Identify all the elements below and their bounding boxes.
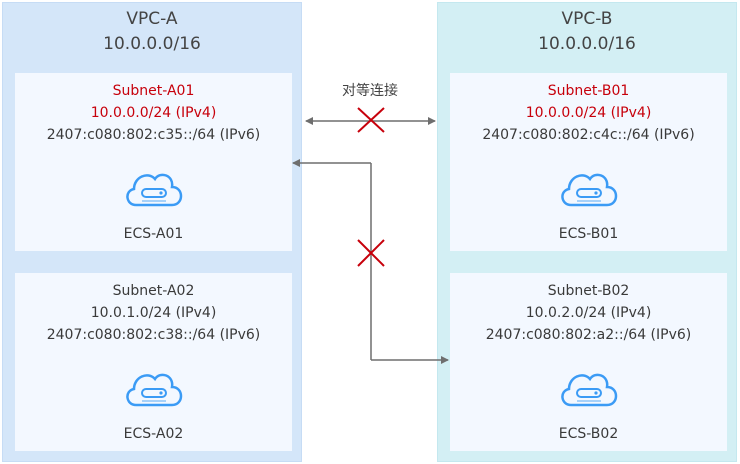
subnet-ipv6: 2407:c080:802:c35::/64 (IPv6) bbox=[46, 127, 261, 143]
cloud-server-icon bbox=[560, 373, 617, 407]
subnet-ipv4: 10.0.1.0/24 (IPv4) bbox=[90, 305, 217, 321]
vpc-b-container: VPC-B 10.0.0.0/16 Subnet-B01 10.0.0.0/24… bbox=[437, 2, 737, 462]
subnet-ipv4: 10.0.0.0/24 (IPv4) bbox=[525, 105, 652, 121]
subnet-ipv4: 10.0.2.0/24 (IPv4) bbox=[525, 305, 652, 321]
ecs-label: ECS-A02 bbox=[123, 426, 184, 442]
cloud-server-icon bbox=[125, 173, 182, 207]
subnet-ipv6: 2407:c080:802:c38::/64 (IPv6) bbox=[46, 327, 261, 343]
subnet-name: Subnet-B01 bbox=[547, 83, 630, 99]
x-mark-icon bbox=[357, 107, 385, 133]
subnet-a02: Subnet-A02 10.0.1.0/24 (IPv4) 2407:c080:… bbox=[15, 273, 292, 451]
subnet-name: Subnet-B02 bbox=[547, 283, 630, 299]
x-mark-icon bbox=[357, 239, 385, 267]
subnet-b02: Subnet-B02 10.0.2.0/24 (IPv4) 2407:c080:… bbox=[450, 273, 727, 451]
peering-label: 对等连接 bbox=[342, 83, 398, 99]
vpc-a-cidr: 10.0.0.0/16 bbox=[103, 34, 201, 54]
subnet-a01: Subnet-A01 10.0.0.0/24 (IPv4) 2407:c080:… bbox=[15, 73, 292, 251]
subnet-name: Subnet-A01 bbox=[112, 83, 195, 99]
cloud-server-icon bbox=[560, 173, 617, 207]
ecs-label: ECS-B02 bbox=[558, 426, 619, 442]
subnet-b01: Subnet-B01 10.0.0.0/24 (IPv4) 2407:c080:… bbox=[450, 73, 727, 251]
subnet-ipv4: 10.0.0.0/24 (IPv4) bbox=[90, 105, 217, 121]
subnet-ipv6: 2407:c080:802:c4c::/64 (IPv6) bbox=[482, 127, 695, 143]
vpc-a-name: VPC-A bbox=[126, 9, 178, 29]
subnet-name: Subnet-A02 bbox=[112, 283, 195, 299]
ecs-label: ECS-A01 bbox=[123, 226, 184, 242]
cloud-server-icon bbox=[125, 373, 182, 407]
vpc-b-cidr: 10.0.0.0/16 bbox=[538, 34, 636, 54]
ecs-label: ECS-B01 bbox=[558, 226, 619, 242]
subnet-ipv6: 2407:c080:802:a2::/64 (IPv6) bbox=[485, 327, 692, 343]
vpc-b-name: VPC-B bbox=[561, 9, 613, 29]
vpc-a-container: VPC-A 10.0.0.0/16 Subnet-A01 10.0.0.0/24… bbox=[2, 2, 302, 462]
